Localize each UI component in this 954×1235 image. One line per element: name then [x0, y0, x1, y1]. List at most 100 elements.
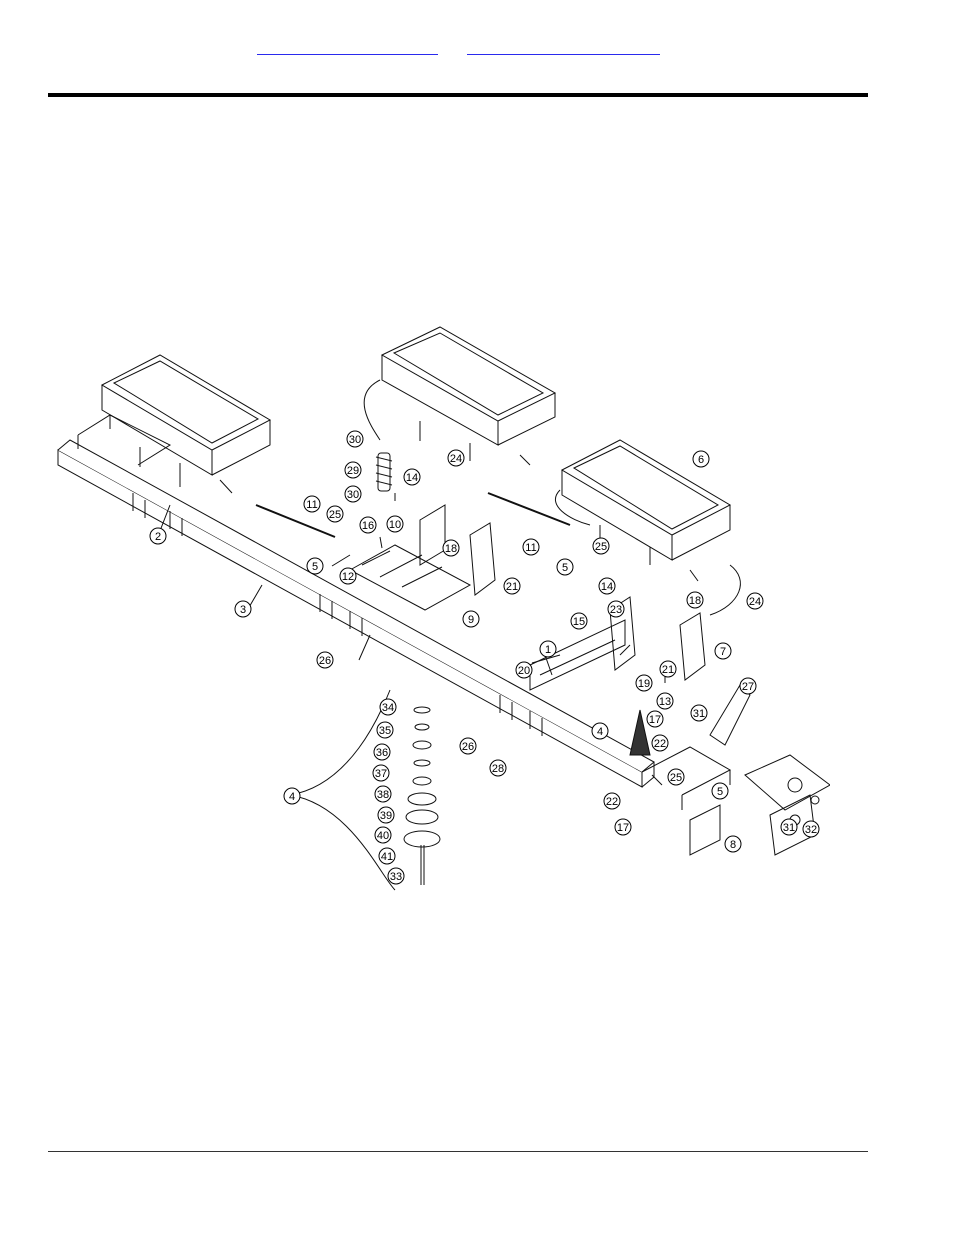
svg-text:34: 34 [382, 702, 394, 714]
callout-9: 9 [463, 611, 479, 627]
callout-32: 32 [803, 821, 819, 837]
callout-18-right: 18 [687, 592, 703, 608]
callout-17-upper: 17 [647, 711, 663, 727]
svg-text:1: 1 [545, 644, 551, 656]
svg-text:19: 19 [638, 678, 650, 690]
svg-text:26: 26 [462, 741, 474, 753]
callout-21-right: 21 [660, 661, 676, 677]
callout-5-left: 5 [307, 558, 323, 574]
svg-text:4: 4 [289, 791, 295, 803]
callout-1: 1 [540, 641, 556, 657]
svg-text:29: 29 [347, 465, 359, 477]
svg-text:7: 7 [720, 646, 726, 658]
svg-text:5: 5 [312, 561, 318, 573]
callout-15: 15 [571, 613, 587, 629]
svg-text:41: 41 [381, 851, 393, 863]
callout-11-mid: 11 [523, 539, 539, 555]
svg-text:22: 22 [606, 796, 618, 808]
callout-29: 29 [345, 462, 361, 478]
svg-text:14: 14 [406, 472, 418, 484]
svg-text:40: 40 [377, 830, 389, 842]
callout-37: 37 [373, 765, 389, 781]
header-link-2[interactable] [467, 40, 660, 55]
callout-13: 13 [657, 693, 673, 709]
callout-27: 27 [740, 678, 756, 694]
callout-26-left: 26 [317, 652, 333, 668]
callout-14-right: 14 [599, 578, 615, 594]
svg-text:21: 21 [662, 664, 674, 676]
callout-22-lower: 22 [604, 793, 620, 809]
svg-text:9: 9 [468, 614, 474, 626]
svg-text:21: 21 [506, 581, 518, 593]
svg-text:24: 24 [450, 453, 462, 465]
callout-34: 34 [380, 699, 396, 715]
callout-28: 28 [490, 760, 506, 776]
svg-text:15: 15 [573, 616, 585, 628]
svg-text:20: 20 [518, 665, 530, 677]
svg-text:33: 33 [390, 871, 402, 883]
svg-text:11: 11 [525, 542, 536, 554]
callout-17-lower: 17 [615, 819, 631, 835]
callout-10: 10 [387, 516, 403, 532]
callout-22-upper: 22 [652, 735, 668, 751]
callout-16: 16 [360, 517, 376, 533]
svg-text:31: 31 [693, 708, 705, 720]
svg-text:18: 18 [445, 543, 457, 555]
callout-26-right: 26 [460, 738, 476, 754]
callout-24-right: 24 [747, 593, 763, 609]
callout-38: 38 [375, 786, 391, 802]
callout-2: 2 [150, 528, 166, 544]
top-rule [48, 93, 868, 97]
bottom-rule [48, 1151, 868, 1152]
svg-text:13: 13 [659, 696, 671, 708]
svg-text:18: 18 [689, 595, 701, 607]
callout-39: 39 [378, 807, 394, 823]
callout-23: 23 [608, 601, 624, 617]
svg-text:11: 11 [306, 499, 317, 511]
svg-text:30: 30 [347, 489, 359, 501]
svg-text:32: 32 [805, 824, 817, 836]
header-link-1[interactable] [257, 40, 438, 55]
hopper-middle [382, 327, 555, 465]
svg-text:37: 37 [375, 768, 387, 780]
svg-text:27: 27 [742, 681, 754, 693]
callout-25-right: 25 [668, 769, 684, 785]
callout-18-mid: 18 [443, 540, 459, 556]
svg-text:25: 25 [329, 509, 341, 521]
svg-text:8: 8 [730, 839, 736, 851]
svg-text:2: 2 [155, 531, 161, 543]
svg-text:26: 26 [319, 655, 331, 667]
callout-36: 36 [374, 744, 390, 760]
callout-30-upper: 30 [347, 431, 363, 447]
callout-25-left: 25 [327, 506, 343, 522]
callout-4-cone: 4 [592, 723, 608, 739]
callout-11-left: 11 [304, 496, 320, 512]
svg-text:39: 39 [380, 810, 392, 822]
svg-text:17: 17 [649, 714, 661, 726]
svg-text:24: 24 [749, 596, 761, 608]
callout-4-exploded: 4 [284, 788, 300, 804]
svg-text:17: 17 [617, 822, 629, 834]
callout-31-upper: 31 [691, 705, 707, 721]
svg-text:30: 30 [349, 434, 361, 446]
svg-text:5: 5 [717, 786, 723, 798]
callout-5-mid: 5 [557, 559, 573, 575]
callout-31-lower: 31 [781, 819, 797, 835]
svg-text:28: 28 [492, 763, 504, 775]
svg-text:12: 12 [342, 571, 354, 583]
callout-41: 41 [379, 848, 395, 864]
svg-text:23: 23 [610, 604, 622, 616]
callout-40: 40 [375, 827, 391, 843]
svg-text:38: 38 [377, 789, 389, 801]
callout-24-mid: 24 [448, 450, 464, 466]
callout-19: 19 [636, 675, 652, 691]
callout-7: 7 [715, 643, 731, 659]
callout-35: 35 [377, 722, 393, 738]
svg-text:3: 3 [240, 604, 246, 616]
callout-21-mid: 21 [504, 578, 520, 594]
callout-20: 20 [516, 662, 532, 678]
callout-6: 6 [693, 451, 709, 467]
callout-8: 8 [725, 836, 741, 852]
callout-14-mid: 14 [404, 469, 420, 485]
diagram-linework [58, 327, 830, 890]
